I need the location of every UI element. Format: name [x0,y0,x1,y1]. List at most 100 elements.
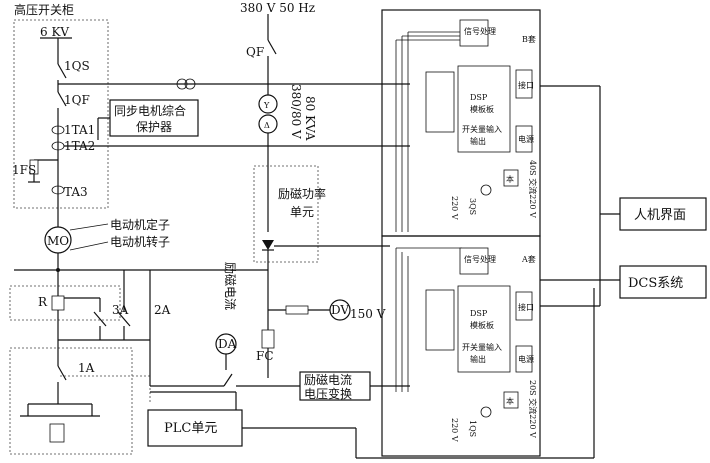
fuse-icon [285,305,309,315]
cabinet-a-input-module [425,289,455,351]
switch-rotor-blade [223,373,233,387]
cabinet-b-relay-box [503,169,519,187]
resistor-r-icon [51,295,65,311]
ground-block-icon [49,423,65,443]
hmi-box [619,197,707,231]
exc-power-unit-frame [253,165,319,263]
s2a-label: 2A [154,303,171,317]
stator-label: 电动机定子 [110,217,170,232]
qs1-switch-blade [57,63,67,79]
exc-power-label-line1: 励磁功率 [278,186,326,201]
cabinet-b-io-out-label: 输出 [470,136,486,146]
motor-label: MO [47,234,69,248]
cabinet-a-signal-box [459,247,489,275]
protector-box [109,99,199,137]
cabinet-a-interface-box [515,291,533,321]
cabinet-b-220v-label: 220 V [450,196,459,220]
cabinet-b-signal-box [459,19,489,47]
transformer-symbol-delta: Δ [264,121,270,130]
cabinet-b-transformer-icon [480,184,492,196]
discharge-box [9,285,121,321]
hv-feeder [57,38,67,228]
cabinet-a-transformer-icon [480,406,492,418]
transformer-symbol-y: Y [263,101,270,110]
plc-box [147,409,243,447]
dcs-label: DCS系统 [628,276,683,291]
transformer-coil-icon-top [258,94,278,114]
cabinet-b-interface-box [515,69,533,99]
dcs-box [619,265,707,299]
exc-converter-label-line2: 电压变换 [304,386,352,401]
cabinet-a-board-label: 模板板 [470,320,494,330]
cabinet-a-frame [381,235,541,457]
cabinet-a-wiring [395,247,462,392]
exc-converter-box [299,371,371,401]
s1a-label: 1A [78,361,95,375]
protector-label-line2: 保护器 [136,120,172,134]
thyristor-icon [262,240,274,250]
cabinet-a-io-out-label: 输出 [470,354,486,364]
transformer-ratio-label: 380/80 V [289,84,303,139]
hv-cabinet-frame [13,19,109,209]
cabinet-b-io-in-label: 开关量输入 [462,124,502,134]
switch-3a-blade [93,311,107,327]
cabinet-b-input-module [425,71,455,133]
ta1-ct-icon [51,125,65,135]
exc-converter-label-line1: 励磁电流 [304,372,352,387]
transformer-rating-label: 80 KVA [303,96,317,141]
cabinet-a-power-box [515,345,533,373]
protector-label-line1: 同步电机综合 [114,103,186,118]
r-label: R [38,295,48,309]
plc-label: PLC单元 [164,421,217,436]
breaker-1a-box [9,347,133,455]
qs1-label: 1QS [64,59,90,73]
voltmeter-dv-icon [329,299,351,321]
fc-label: FC [256,349,274,363]
cabinet-a-io-in-label: 开关量输入 [462,342,502,352]
cabinet-b-dsp-label: DSP [470,93,488,102]
cabinet-a-signal-label: 信号处理 [464,254,496,264]
cabinet-b-3qs-label: 3QS [468,198,477,215]
ta3-ct-icon [51,185,65,195]
cabinet-b-relay-label: 本 [506,174,514,184]
rotor-label: 电动机转子 [110,234,170,249]
qf1-breaker-blade [57,91,67,107]
pt-coil-icon-a [176,78,188,90]
qf-breaker-blade [267,39,277,55]
cabinet-b-label: B套 [522,34,536,44]
cabinet-a-interface-label: 接口 [518,302,534,312]
cabinet-a-relay-label: 本 [506,396,514,406]
cabinet-a-220v-label: 220 V [450,418,459,442]
fs1-arrester-icon [28,159,58,183]
ta3-label: TA3 [64,185,88,199]
voltage-6kv-label: 6 KV [40,25,69,39]
switch-2a-blade [117,311,131,327]
v150-label: 150 V [350,307,386,321]
hv-cabinet-label: 高压开关柜 [14,2,74,17]
exc-power-label-line2: 单元 [290,205,314,219]
supply-label: 380 V 50 Hz [240,1,315,15]
cabinet-a-dsp-board [457,285,511,373]
cabinet-b-wiring [395,31,464,232]
dv-label: DV [331,303,349,317]
hmi-label: 人机界面 [634,208,686,223]
qf-label: QF [246,45,264,59]
cabinet-a-label: A套 [521,254,536,264]
cabinet-b-interface-label: 接口 [518,80,534,90]
cabinet-b-board-label: 模板板 [470,104,494,114]
cabinet-a-dsp-label: DSP [470,309,488,318]
cabinet-b-power-box [515,125,533,153]
cabinet-a-relay-box [503,391,519,409]
da-label: DA [218,337,237,351]
cabinet-b-dsp-board [457,65,511,153]
cabinet-a-ac220-label: 20S 交流220 V [528,380,538,438]
switch-1a-blade [57,365,67,381]
ta1-label: 1TA1 [64,123,95,137]
cabinet-b-power-label: 电源 [518,134,534,144]
pt-coil-icon-b [184,78,196,90]
cabinet-a-power-label: 电源 [518,354,534,364]
exc-current-label-vertical: 励磁电流 [223,262,238,310]
cabinet-b-ac220-label: 40S 交流220 V [528,160,538,218]
